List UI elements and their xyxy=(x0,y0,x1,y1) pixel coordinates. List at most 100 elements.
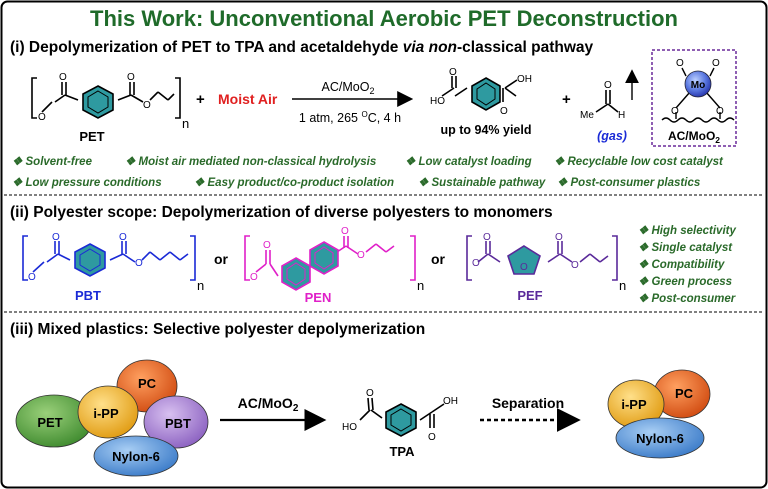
pet-benzene-ring xyxy=(82,85,114,119)
pet-label: PET xyxy=(79,129,104,144)
pen-ring-2 xyxy=(309,241,339,275)
reaction-condition-params: 1 atm, 265 OC, 4 h xyxy=(299,110,401,125)
pen-n: n xyxy=(417,278,424,293)
pet-o-left: O xyxy=(38,112,46,123)
pbt-n: n xyxy=(197,278,204,293)
pen-o3: O xyxy=(341,226,349,237)
pet-o-ester: O xyxy=(143,100,151,111)
feature-item: ❖ Low catalyst loading xyxy=(405,156,532,168)
blob-label: PBT xyxy=(165,416,191,431)
feature-item: ❖ High selectivity xyxy=(638,225,736,237)
pbt-o2: O xyxy=(52,232,60,243)
acetaldehyde-h: H xyxy=(618,110,625,121)
pef-o2: O xyxy=(483,232,491,243)
tpa-product-ring xyxy=(471,77,501,111)
blob-label: PC xyxy=(675,386,694,401)
catalyst-label: AC/MoO2 xyxy=(668,129,720,145)
pef-o3: O xyxy=(555,232,563,243)
tpa-product-o-top: O xyxy=(449,67,457,78)
feature-item: ❖ Sustainable pathway xyxy=(418,177,546,189)
pef-label: PEF xyxy=(517,288,542,303)
tpa-label: TPA xyxy=(389,444,415,459)
tpa-ring xyxy=(385,403,417,437)
tpa-oh: OH xyxy=(443,396,458,407)
tpa-product-o-bottom: O xyxy=(500,106,508,117)
blob-label: Nylon-6 xyxy=(112,449,160,464)
acetaldehyde-me: Me xyxy=(580,110,594,121)
tpa-ho: HO xyxy=(342,422,357,433)
or-1: or xyxy=(214,251,229,267)
plus-2: + xyxy=(562,91,571,108)
pen-o1: O xyxy=(250,272,258,283)
catalyst-structure xyxy=(661,67,735,123)
acetaldehyde-structure xyxy=(595,90,619,113)
mixed-plastics-left: PET i-PP PC PBT Nylon-6 xyxy=(15,359,209,477)
separation-label: Separation xyxy=(492,395,564,411)
blob-label: PET xyxy=(37,415,62,430)
pef-o4: O xyxy=(571,260,579,271)
page-title: This Work: Unconventional Aerobic PET De… xyxy=(90,6,678,31)
blob-label: Nylon-6 xyxy=(636,431,684,446)
blob-label: PC xyxy=(138,376,157,391)
mo-label: Mo xyxy=(691,80,705,91)
tpa-o-top: O xyxy=(366,388,374,399)
pef-n: n xyxy=(619,278,626,293)
feature-item: ❖ Solvent-free xyxy=(12,156,93,168)
feature-item: ❖ Post-consumer plastics xyxy=(557,177,700,189)
pef-furan-ring xyxy=(507,245,541,275)
tpa-product-ho: HO xyxy=(430,96,445,107)
blob-nylon xyxy=(615,417,705,459)
or-2: or xyxy=(431,251,446,267)
tpa-product-structure xyxy=(441,76,518,102)
yield-label: up to 94% yield xyxy=(441,123,532,137)
blob-label: i-PP xyxy=(93,406,119,421)
catalyst-box xyxy=(651,49,737,147)
blob-nylon xyxy=(93,435,179,477)
catalyst-o3: O xyxy=(671,106,679,117)
section2-heading: (ii) Polyester scope: Depolymerization o… xyxy=(10,204,553,221)
features-row1: ❖ Solvent-free ❖ Moist air mediated non-… xyxy=(12,156,724,168)
feature-item: ❖ Post-consumer xyxy=(638,293,736,305)
pet-n: n xyxy=(182,116,189,131)
feature-item: ❖ Recyclable low cost catalyst xyxy=(554,156,724,168)
blob-label: i-PP xyxy=(621,397,647,412)
section1-heading: (i) Depolymerization of PET to TPA and a… xyxy=(10,39,594,56)
pef-structure xyxy=(466,235,618,281)
pet-structure xyxy=(31,77,181,119)
catalyst-o4: O xyxy=(716,106,724,117)
blob-ipp xyxy=(77,385,139,439)
tpa-product-oh: OH xyxy=(517,74,532,85)
catalyst-o1: O xyxy=(676,58,684,69)
pbt-ring xyxy=(74,243,106,277)
catalyst-o2: O xyxy=(712,58,720,69)
pen-label: PEN xyxy=(305,290,332,305)
pen-o4: O xyxy=(357,250,365,261)
feature-item: ❖ Single catalyst xyxy=(638,242,733,254)
pef-o1: O xyxy=(472,258,480,269)
features-row2: ❖ Low pressure conditions ❖ Easy product… xyxy=(12,177,700,189)
feature-item: ❖ Green process xyxy=(638,276,732,288)
feature-item: ❖ Moist air mediated non-classical hydro… xyxy=(125,156,376,168)
pbt-o4: O xyxy=(135,258,143,269)
feature-item: ❖ Compatibility xyxy=(638,259,725,271)
pbt-o1: O xyxy=(28,272,36,283)
section2-features: ❖ High selectivity ❖ Single catalyst ❖ C… xyxy=(638,225,736,305)
mixed-plastics-right: i-PP PC Nylon-6 xyxy=(607,369,711,459)
gas-label: (gas) xyxy=(597,129,627,143)
acetaldehyde-o: O xyxy=(604,80,612,91)
pbt-structure xyxy=(22,235,196,281)
pen-o2: O xyxy=(263,240,271,251)
pet-o-carbonyl1: O xyxy=(59,72,67,83)
pbt-label: PBT xyxy=(75,288,101,303)
plus-1: + xyxy=(196,91,205,108)
pef-o-ring: O xyxy=(520,262,528,273)
reaction-condition-catalyst: AC/MoO2 xyxy=(322,80,375,96)
pet-o-carbonyl2: O xyxy=(127,72,135,83)
feature-item: ❖ Low pressure conditions xyxy=(12,177,162,189)
mo-atom xyxy=(684,70,712,98)
blob-pbt xyxy=(143,395,209,449)
feature-item: ❖ Easy product/co-product isolation xyxy=(194,177,394,189)
pbt-o3: O xyxy=(119,232,127,243)
